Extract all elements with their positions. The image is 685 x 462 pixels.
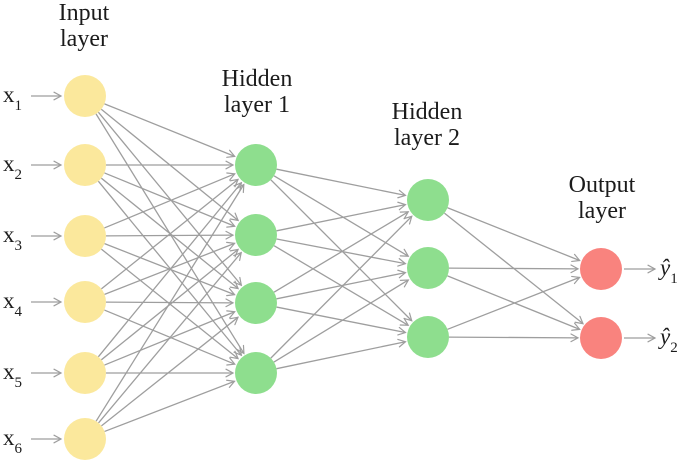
edge [101, 316, 239, 427]
input-layer-node-6 [64, 418, 106, 460]
edge [97, 181, 243, 358]
edge [270, 215, 413, 359]
hidden-layer-2-node-2 [407, 247, 449, 289]
edge [104, 379, 236, 433]
edge [276, 306, 407, 336]
edge [276, 201, 407, 232]
hidden-layer-2-caption: Hidden layer 2 [337, 99, 517, 151]
hidden-layer-1-nodes [235, 144, 277, 394]
caption-line: layer 2 [394, 125, 460, 151]
input-layer-node-2 [64, 144, 106, 186]
input-layer-label-3: x3 [3, 222, 22, 254]
edge [273, 279, 410, 363]
edge [95, 183, 245, 422]
caption-line: layer [60, 26, 108, 52]
input-layer-label-4: x4 [3, 288, 22, 320]
edge [104, 172, 236, 228]
edge [104, 172, 236, 229]
edge [97, 111, 243, 287]
caption-line: Input [58, 0, 110, 26]
input-layer-label-2: x2 [3, 151, 22, 183]
caption-line: Output [568, 172, 636, 198]
hidden-layer-1-node-3 [235, 282, 277, 324]
edge [273, 175, 410, 257]
output-layer-label-1: ŷ1 [660, 255, 678, 287]
caption-line: layer 1 [224, 92, 290, 118]
edge [448, 333, 580, 343]
edge [276, 168, 407, 199]
hidden-layer-1-node-4 [235, 352, 277, 394]
edge [447, 275, 581, 330]
edge [100, 248, 240, 361]
caption-line: Hidden [221, 66, 293, 92]
edge [447, 275, 581, 331]
edges-input-layer-to-hidden-layer-1 [95, 103, 245, 433]
output-layer-nodes [580, 248, 622, 359]
edge [276, 238, 407, 267]
output-layer-label-2: ŷ2 [660, 324, 678, 356]
output-layer-caption: Output layer [512, 172, 685, 224]
output-layer-node-1 [580, 248, 622, 290]
hidden-layer-2-node-1 [407, 179, 449, 221]
hidden-layer-2-nodes [407, 179, 449, 358]
hidden-layer-2-node-3 [407, 316, 449, 358]
input-layer-caption: Input layer [0, 0, 174, 52]
edge [448, 264, 580, 274]
input-layer-nodes [64, 75, 106, 460]
input-layer-label-1: x1 [3, 82, 22, 114]
edge [104, 103, 236, 158]
edges-hidden-layer-1-to-hidden-layer-2 [270, 168, 413, 370]
caption-line: Hidden [391, 99, 463, 125]
edge [100, 178, 240, 290]
hidden-layer-1-node-1 [235, 144, 277, 186]
input-layer-node-1 [64, 75, 106, 117]
input-layer-node-4 [64, 281, 106, 323]
edge [276, 338, 407, 370]
edge [104, 241, 236, 295]
hidden-layer-1-node-2 [235, 214, 277, 256]
hidden-layer-1-caption: Hidden layer 1 [167, 66, 347, 118]
input-layer-node-3 [64, 215, 106, 257]
edge [447, 207, 581, 263]
input-layer-label-6: x6 [3, 425, 22, 457]
output-layer-node-2 [580, 317, 622, 359]
edge [270, 179, 413, 322]
edge [105, 230, 235, 240]
edge [273, 211, 410, 293]
input-layer-node-5 [64, 352, 106, 394]
edge [97, 251, 243, 424]
input-layer-label-5: x5 [3, 359, 22, 391]
edges-hidden-layer-2-to-output-layer [444, 207, 585, 343]
edge [276, 269, 407, 300]
caption-line: layer [578, 198, 626, 224]
